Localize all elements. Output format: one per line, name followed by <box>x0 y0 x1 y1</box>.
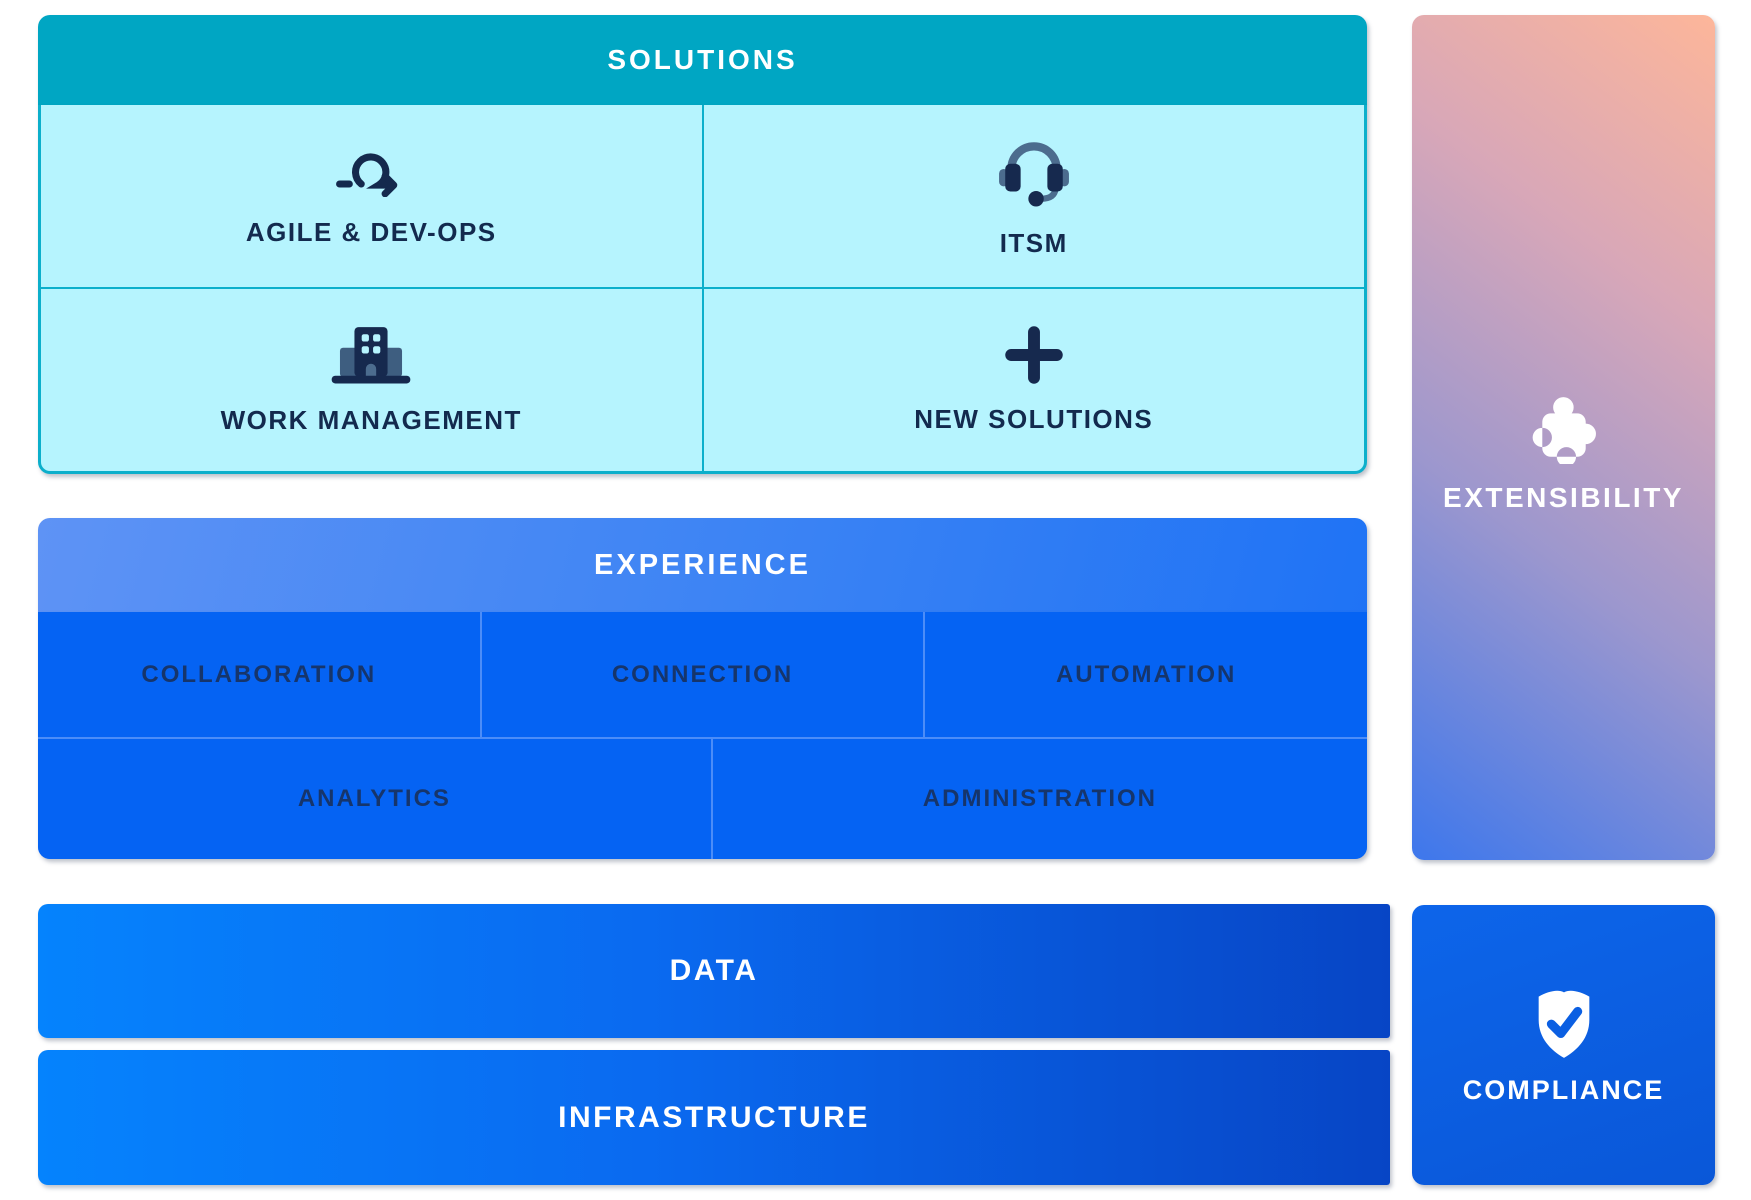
solutions-cell-label: NEW SOLUTIONS <box>914 403 1154 434</box>
experience-row-2: ANALYTICS ADMINISTRATION <box>38 739 1367 859</box>
solutions-cell-agile-devops: AGILE & DEV-OPS <box>41 105 702 287</box>
experience-panel: EXPERIENCE COLLABORATION CONNECTION AUTO… <box>38 518 1367 859</box>
data-bar: DATA <box>38 904 1390 1038</box>
solutions-title: SOLUTIONS <box>607 44 798 75</box>
experience-title: EXPERIENCE <box>594 548 811 581</box>
experience-cell-label: ANALYTICS <box>297 785 451 812</box>
experience-header: EXPERIENCE <box>38 518 1367 612</box>
building-icon <box>328 325 414 385</box>
experience-cell-automation: AUTOMATION <box>925 612 1367 737</box>
solutions-grid: AGILE & DEV-OPS ITSM <box>38 105 1367 474</box>
shield-check-icon <box>1530 985 1598 1061</box>
solutions-cell-label: AGILE & DEV-OPS <box>245 216 497 247</box>
experience-cell-label: COLLABORATION <box>141 660 377 688</box>
experience-cell-analytics: ANALYTICS <box>38 739 711 859</box>
experience-cell-collaboration: COLLABORATION <box>38 612 480 737</box>
experience-cell-label: CONNECTION <box>611 660 794 688</box>
experience-cell-connection: CONNECTION <box>481 612 924 737</box>
headset-icon <box>996 134 1072 208</box>
extensibility-label: EXTENSIBILITY <box>1443 481 1684 513</box>
data-label: DATA <box>669 954 759 987</box>
experience-grid: COLLABORATION CONNECTION AUTOMATION ANAL… <box>38 612 1367 859</box>
compliance-label: COMPLIANCE <box>1462 1074 1665 1105</box>
solutions-cell-new-solutions: NEW SOLUTIONS <box>703 289 1364 471</box>
solutions-panel: SOLUTIONS AGILE & DEV-OPS <box>38 15 1367 474</box>
compliance-panel: COMPLIANCE <box>1412 905 1715 1185</box>
infrastructure-label: INFRASTRUCTURE <box>558 1100 870 1134</box>
solutions-header: SOLUTIONS <box>38 15 1367 105</box>
infrastructure-bar: INFRASTRUCTURE <box>38 1050 1390 1185</box>
experience-cell-administration: ADMINISTRATION <box>712 739 1367 859</box>
experience-cell-label: ADMINISTRATION <box>922 785 1157 812</box>
experience-row-1: COLLABORATION CONNECTION AUTOMATION <box>38 612 1367 737</box>
experience-cell-label: AUTOMATION <box>1055 660 1237 688</box>
plus-icon <box>1005 325 1063 384</box>
agile-loop-icon <box>330 145 412 197</box>
puzzle-icon <box>1524 382 1604 464</box>
solutions-cell-label: WORK MANAGEMENT <box>220 404 522 435</box>
extensibility-panel: EXTENSIBILITY <box>1412 15 1715 860</box>
solutions-cell-label: ITSM <box>999 227 1068 258</box>
solutions-cell-work-management: WORK MANAGEMENT <box>41 289 702 471</box>
solutions-cell-itsm: ITSM <box>703 105 1364 287</box>
